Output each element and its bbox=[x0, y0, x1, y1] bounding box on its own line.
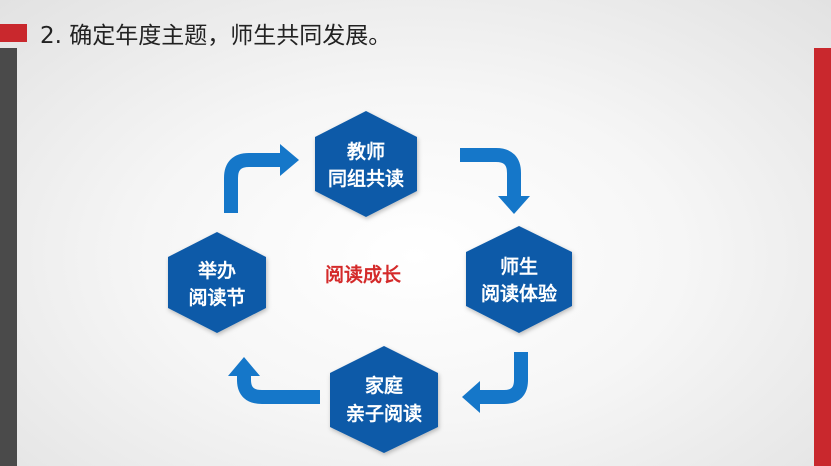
node-festival-line-1: 举办 bbox=[197, 259, 236, 282]
title-marker bbox=[0, 24, 27, 42]
node-family: 家庭 亲子阅读 bbox=[330, 346, 438, 453]
right-accent-bar bbox=[814, 48, 831, 466]
arrow-teacher-to-teacher-student-icon bbox=[460, 148, 530, 214]
slide-title: 2. 确定年度主题，师生共同发展。 bbox=[40, 23, 392, 49]
node-family-line-1: 家庭 bbox=[365, 374, 403, 397]
node-festival: 举办 阅读节 bbox=[168, 232, 266, 333]
node-teacher-student: 师生 阅读体验 bbox=[466, 226, 572, 333]
cycle-arrows bbox=[224, 144, 530, 413]
node-festival-line-2: 阅读节 bbox=[188, 286, 245, 309]
arrow-festival-to-teacher-icon bbox=[224, 144, 299, 213]
node-teacher-student-hexagon bbox=[466, 226, 572, 333]
node-teacher-line-1: 教师 bbox=[347, 140, 385, 163]
node-teacher-line-2: 同组共读 bbox=[328, 167, 404, 190]
node-teacher-hexagon bbox=[315, 111, 417, 217]
node-teacher: 教师 同组共读 bbox=[315, 111, 417, 217]
center-label: 阅读成长 bbox=[325, 263, 402, 286]
left-accent-bar bbox=[0, 48, 17, 466]
node-family-line-2: 亲子阅读 bbox=[346, 402, 422, 425]
node-teacher-student-line-2: 阅读体验 bbox=[481, 282, 558, 305]
node-festival-hexagon bbox=[168, 232, 266, 333]
node-family-hexagon bbox=[330, 346, 438, 453]
arrow-teacher-student-to-family-icon bbox=[462, 352, 528, 413]
arrow-family-to-festival-icon bbox=[228, 357, 320, 404]
node-teacher-student-line-1: 师生 bbox=[500, 255, 538, 278]
